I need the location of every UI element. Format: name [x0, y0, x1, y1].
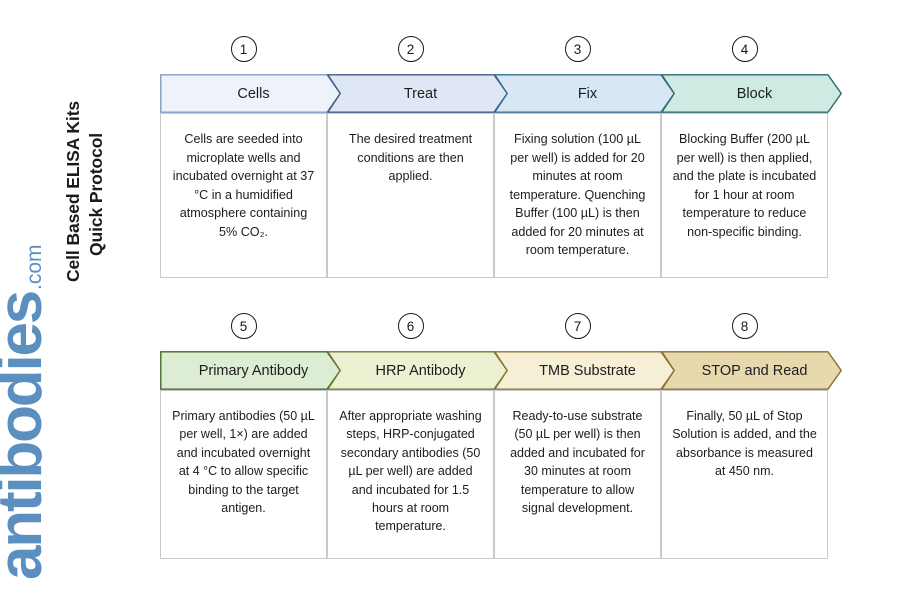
step-header-2: Treat	[327, 74, 508, 113]
step-body-6: After appropriate washing steps, HRP-con…	[327, 390, 494, 559]
step-number-4: 4	[731, 36, 758, 62]
step-header-label: Primary Antibody	[198, 362, 309, 379]
step-body-text: Fixing solution (100 µL per well) is add…	[509, 132, 646, 257]
step-body-text: After appropriate washing steps, HRP-con…	[339, 409, 482, 534]
step-number-8: 8	[731, 313, 758, 339]
step-header-label: Treat	[403, 85, 438, 102]
page-title-line1: Cell Based ELISA Kits	[63, 100, 83, 282]
step-number-label: 7	[573, 318, 582, 334]
step-header-3: Fix	[494, 74, 675, 113]
step-number-label: 6	[406, 318, 415, 334]
step-number-5: 5	[230, 313, 257, 339]
step-body-text: Primary antibodies (50 µL per well, 1×) …	[172, 409, 315, 515]
step-header-8: STOP and Read	[661, 351, 842, 390]
step-header-label: Block	[736, 85, 773, 102]
logo-domain: .com	[23, 244, 46, 290]
step-number-2: 2	[397, 36, 424, 62]
chevron-shape	[661, 351, 842, 390]
step-header-6: HRP Antibody	[327, 351, 508, 390]
step-number-7: 7	[564, 313, 591, 339]
page-title: Cell Based ELISA Kits Quick Protocol	[62, 22, 142, 282]
step-number-strip-1: 1 2 3 4	[160, 36, 842, 74]
step-number-1: 1	[230, 36, 257, 62]
protocol-row-1: 1 2 3 4 Cells Treat Fix Block Cells are seeded…	[160, 36, 842, 278]
step-body-strip-1: Cells are seeded into microplate wells a…	[160, 113, 842, 278]
step-body-8: Finally, 50 µL of Stop Solution is added…	[661, 390, 828, 559]
step-body-1: Cells are seeded into microplate wells a…	[160, 113, 327, 278]
step-number-label: 4	[740, 41, 749, 57]
step-number-label: 5	[239, 318, 248, 334]
step-header-5: Primary Antibody	[160, 351, 341, 390]
step-body-4: Blocking Buffer (200 µL per well) is the…	[661, 113, 828, 278]
protocol-row-2: 5 6 7 8 Primary Antibody HRP Antibody TMB Sub…	[160, 313, 842, 559]
step-header-strip-1: Cells Treat Fix Block	[160, 74, 842, 113]
step-number-strip-2: 5 6 7 8	[160, 313, 842, 351]
step-number-label: 2	[406, 41, 415, 57]
step-number-label: 1	[239, 41, 248, 57]
step-body-text: Finally, 50 µL of Stop Solution is added…	[672, 409, 817, 479]
step-header-strip-2: Primary Antibody HRP Antibody TMB Substrat…	[160, 351, 842, 390]
antibodies-logo: antibodies .com	[0, 244, 100, 580]
step-number-6: 6	[397, 313, 424, 339]
step-header-label: Fix	[577, 85, 598, 102]
step-body-2: The desired treatment conditions are the…	[327, 113, 494, 278]
step-header-1: Cells	[160, 74, 341, 113]
step-body-7: Ready-to-use substrate (50 µL per well) …	[494, 390, 661, 559]
step-number-label: 8	[740, 318, 749, 334]
step-header-label: HRP Antibody	[375, 362, 466, 379]
step-number-label: 3	[573, 41, 582, 57]
page-title-line2: Quick Protocol	[86, 132, 107, 256]
step-header-label: TMB Substrate	[539, 362, 636, 379]
step-header-label: Cells	[237, 85, 270, 102]
step-body-strip-2: Primary antibodies (50 µL per well, 1×) …	[160, 390, 842, 559]
step-header-label: STOP and Read	[701, 362, 808, 379]
step-body-3: Fixing solution (100 µL per well) is add…	[494, 113, 661, 278]
step-number-3: 3	[564, 36, 591, 62]
step-body-5: Primary antibodies (50 µL per well, 1×) …	[160, 390, 327, 559]
step-body-text: Blocking Buffer (200 µL per well) is the…	[672, 132, 817, 239]
step-header-4: Block	[661, 74, 842, 113]
logo-wordmark: antibodies	[0, 291, 55, 580]
chevron-shape	[661, 74, 842, 113]
step-body-text: The desired treatment conditions are the…	[348, 132, 473, 183]
step-header-7: TMB Substrate	[494, 351, 675, 390]
step-body-text: Cells are seeded into microplate wells a…	[172, 132, 315, 239]
step-body-text: Ready-to-use substrate (50 µL per well) …	[510, 409, 645, 515]
